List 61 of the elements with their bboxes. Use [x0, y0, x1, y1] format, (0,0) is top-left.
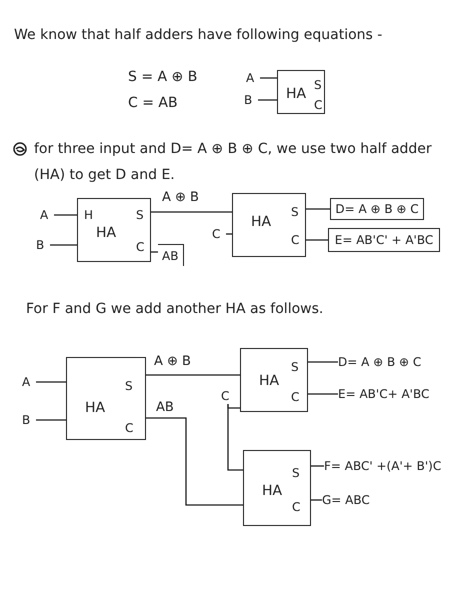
half-adder-block	[243, 450, 311, 526]
connector-line	[260, 77, 277, 79]
port-label: C	[291, 232, 300, 248]
signal-label: D= A ⊕ B ⊕ C	[338, 353, 448, 371]
signal-label: B	[244, 92, 258, 108]
connector-line	[54, 214, 77, 216]
signal-label: A	[246, 70, 260, 86]
connector-line	[311, 465, 324, 467]
signal-label: B	[22, 412, 36, 428]
port-label: S	[136, 207, 144, 223]
port-label: C	[291, 389, 300, 405]
port-label: C	[136, 239, 144, 255]
block-name: HA	[251, 214, 272, 230]
handwritten-note: For F and G we add another HA as follows.	[26, 300, 324, 319]
handwritten-note: for three input and D= A ⊕ B ⊕ C, we use two half adder (HA) to get D and E.	[34, 140, 433, 185]
connector-line	[146, 374, 240, 376]
connector-line	[36, 381, 66, 383]
connector-line	[306, 208, 330, 210]
connector-line	[146, 417, 243, 506]
port-label: S	[291, 359, 299, 375]
port-label: S	[291, 204, 299, 220]
handwritten-note: S = A ⊕ B	[128, 68, 198, 87]
signal-label: G= ABC	[322, 491, 392, 509]
port-label: S	[292, 465, 300, 481]
connector-line	[50, 244, 77, 246]
signal-label: C	[212, 226, 226, 242]
signal-label: C	[221, 388, 235, 404]
connector-line	[308, 393, 338, 395]
signal-label: A	[22, 374, 36, 390]
connector-line	[311, 499, 322, 501]
output-box: AB	[158, 244, 184, 266]
handwritten-note: We know that half adders have following equations -	[14, 26, 384, 45]
signal-label: E= AB'C+ A'BC	[338, 385, 458, 403]
connector-line	[308, 361, 338, 363]
block-name: HA	[85, 400, 106, 416]
block-name: HA	[259, 373, 280, 389]
connector-line	[151, 211, 232, 213]
port-label: C	[314, 97, 322, 113]
half-adder-block	[66, 357, 146, 440]
half-adder-block	[77, 198, 151, 262]
handwritten-note: C = AB	[128, 94, 179, 113]
port-label: C	[292, 499, 300, 515]
half-adder-block	[277, 70, 325, 114]
block-name: HA	[286, 86, 306, 102]
output-box: D= A ⊕ B ⊕ C	[330, 198, 424, 220]
output-box: E= AB'C' + A'BC	[328, 228, 440, 252]
port-label: S	[125, 378, 133, 394]
port-label: C	[125, 420, 134, 436]
block-name: HA	[262, 483, 282, 499]
connector-line	[306, 239, 328, 241]
port-label: S	[314, 77, 322, 93]
half-adder-block	[240, 348, 308, 412]
half-adder-block	[232, 193, 306, 257]
signal-label: B	[36, 237, 50, 253]
connector-line	[258, 99, 277, 101]
port-label: H	[84, 207, 94, 223]
signal-label: A	[40, 207, 54, 223]
signal-label: F= ABC' +(A'+ B')C	[324, 457, 464, 475]
block-name: HA	[96, 225, 116, 241]
connector-line	[227, 404, 243, 471]
connector-line	[36, 419, 66, 421]
